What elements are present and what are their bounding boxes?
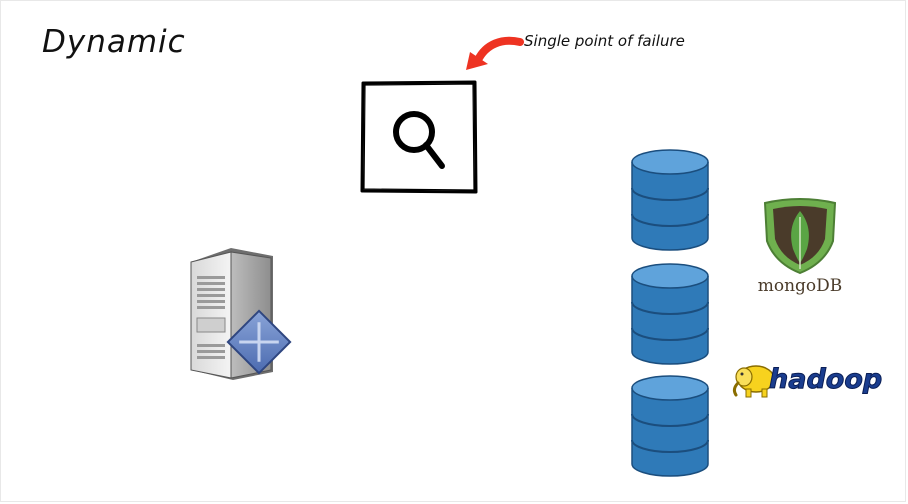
- search-icon: [393, 111, 445, 169]
- mongodb-logo-text: mongoDB: [757, 276, 843, 296]
- search-box: [360, 80, 478, 194]
- database-icon: [631, 375, 709, 477]
- network-badge-icon: [226, 309, 292, 375]
- annotation-label: Single point of failure: [524, 32, 685, 50]
- server-icon: [190, 248, 292, 380]
- hadoop-logo-text: hadoop: [768, 364, 883, 396]
- slide-title: Dynamic: [42, 24, 186, 60]
- mongodb-leaf-icon: [763, 198, 837, 275]
- hadoop-elephant-icon: [732, 365, 775, 398]
- database-icon: [631, 263, 709, 365]
- database-icon: [631, 149, 709, 251]
- red-arrow-icon: [466, 36, 524, 70]
